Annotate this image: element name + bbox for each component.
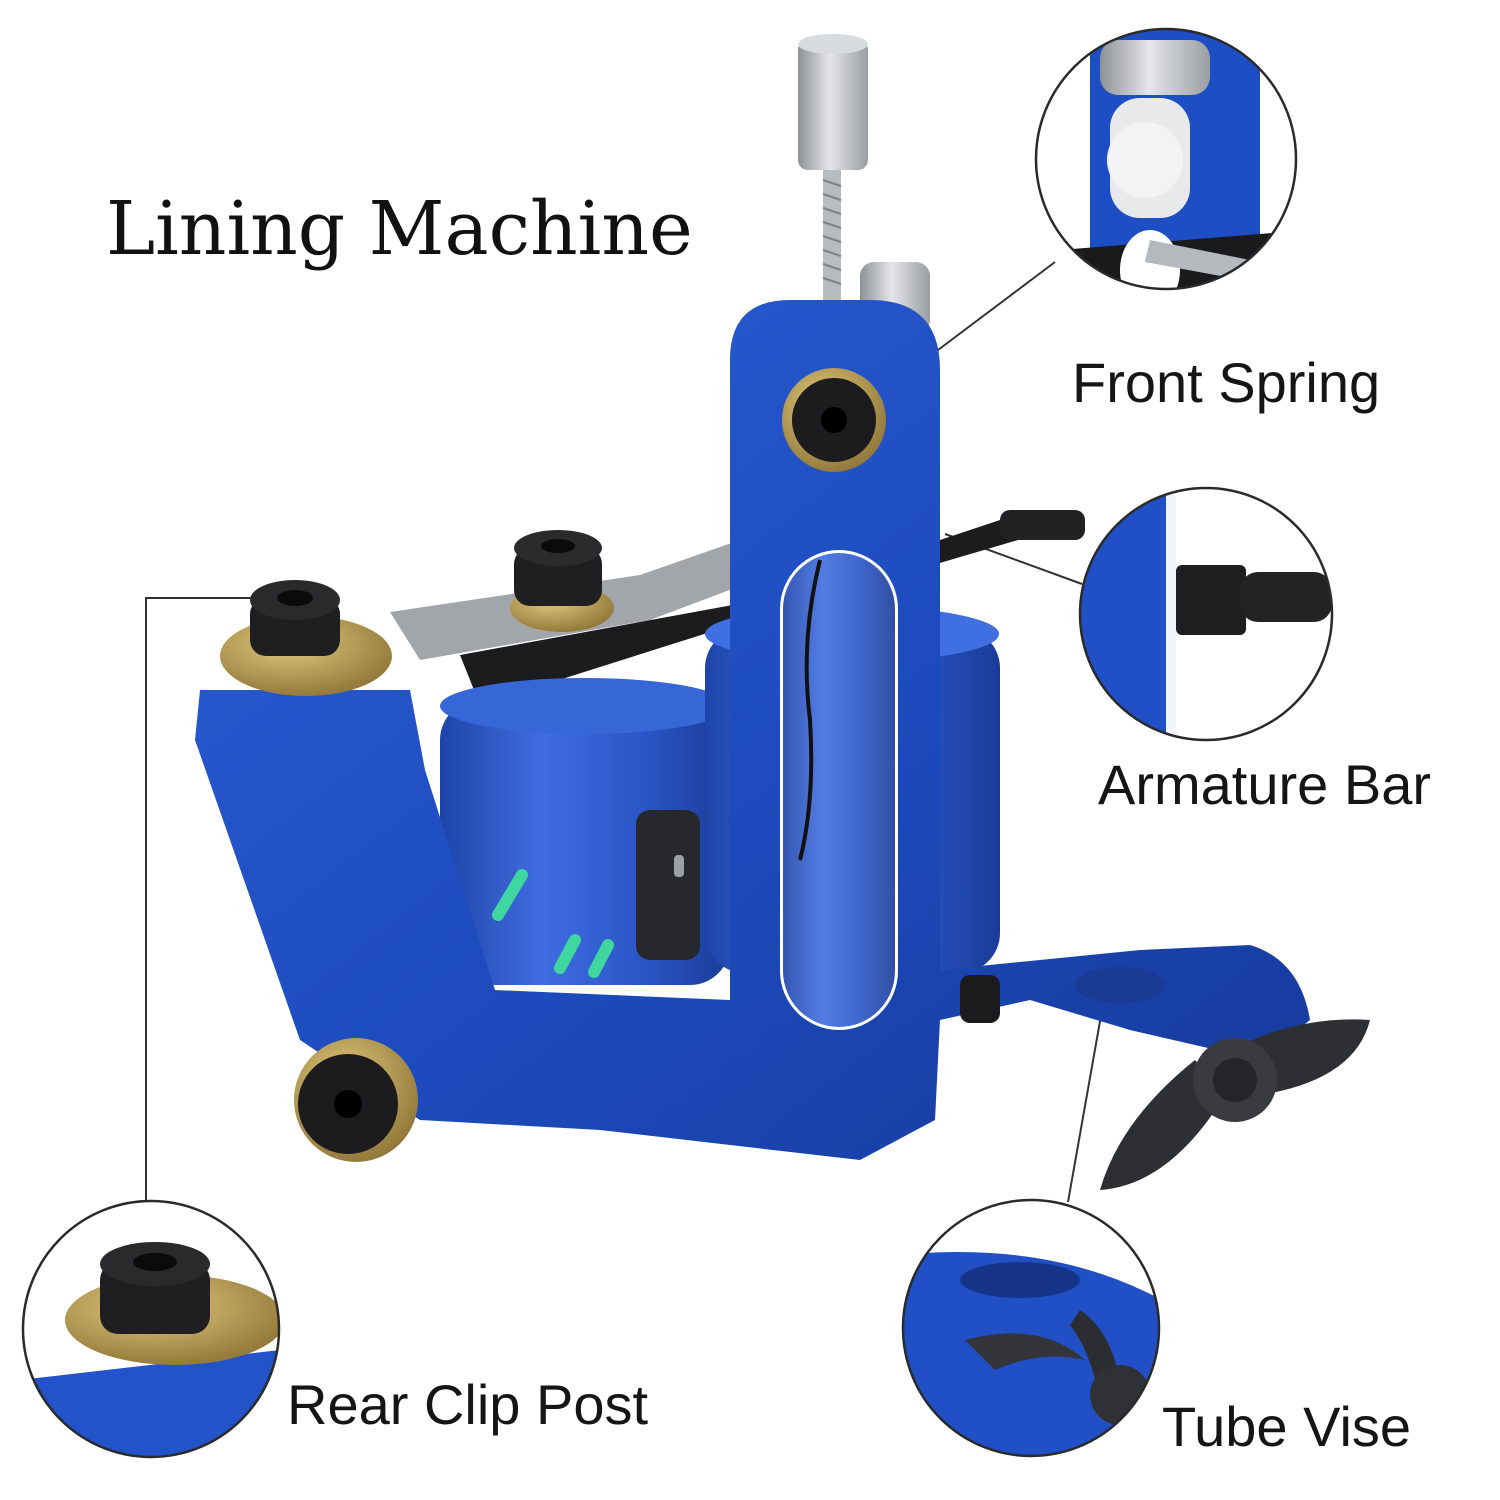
detail-circle-armature-bar	[1078, 486, 1334, 742]
machine-frame	[195, 300, 1310, 1160]
leader-front-spring	[929, 261, 1056, 357]
spring-screw	[510, 530, 614, 632]
label-armature-bar: Armature Bar	[1098, 753, 1431, 816]
detail-circle-tube-vise	[901, 1198, 1161, 1458]
detail-circle-front-spring	[1034, 27, 1298, 291]
frame-pivot-screw-bottom	[294, 1038, 418, 1162]
tube-vise-wing-nut	[1100, 1019, 1370, 1190]
contact-screw-cap	[798, 40, 868, 170]
label-front-spring: Front Spring	[1072, 351, 1381, 414]
rear-clip-post-screw	[220, 580, 392, 696]
vise-screw	[960, 975, 1000, 1023]
label-rear-clip-post: Rear Clip Post	[287, 1373, 649, 1436]
frame-pivot-screw-top	[782, 368, 886, 472]
leader-tube-vise	[1067, 1009, 1103, 1203]
label-tube-vise: Tube Vise	[1162, 1395, 1412, 1458]
contact-screw-thread	[823, 170, 841, 320]
leader-rear-clip-post	[145, 597, 252, 1200]
capacitor	[636, 810, 700, 960]
tube-vise-hole	[1075, 967, 1165, 1003]
diagram-title: Lining Machine	[106, 186, 693, 272]
armature-pin	[1000, 510, 1085, 540]
detail-circle-rear-clip-post	[21, 1199, 281, 1459]
machine-illustration	[195, 34, 1370, 1190]
